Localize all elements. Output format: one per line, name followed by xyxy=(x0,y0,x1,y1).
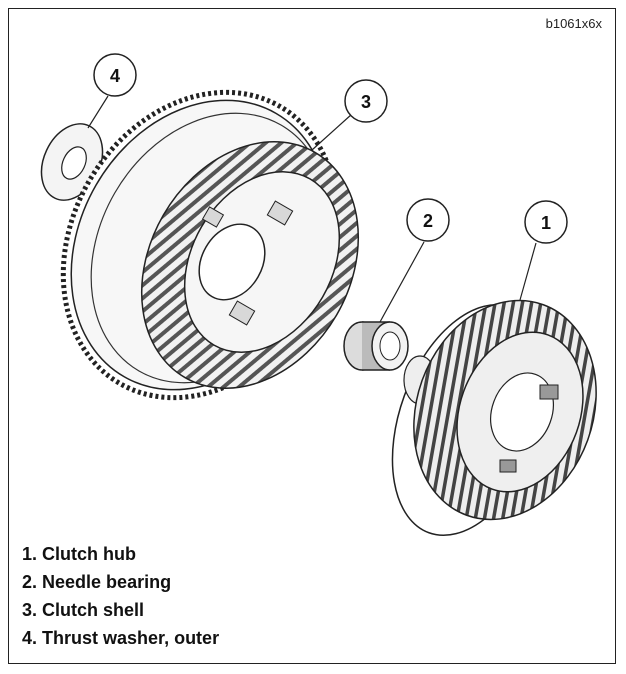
legend-item-text: Thrust washer, outer xyxy=(42,628,220,648)
legend-item: 3. Clutch shell xyxy=(22,596,219,624)
legend-item: 4. Thrust washer, outer xyxy=(22,624,219,652)
legend-item: 2. Needle bearing xyxy=(22,568,219,596)
clutch-shell-part xyxy=(60,89,360,401)
needle-bearing-part xyxy=(343,321,409,371)
legend-item-number: 3. xyxy=(22,600,38,620)
callout-4: 4 xyxy=(93,53,137,97)
legend-item-number: 4. xyxy=(22,628,38,648)
legend-item-number: 1. xyxy=(22,544,38,564)
legend-item: 1. Clutch hub xyxy=(22,540,219,568)
leader-lines xyxy=(87,95,537,323)
parts-legend: 1. Clutch hub 2. Needle bearing 3. Clutc… xyxy=(22,540,219,652)
clutch-hub-part xyxy=(391,299,597,537)
callout-2-label: 2 xyxy=(423,211,433,231)
callout-3: 3 xyxy=(344,79,388,123)
callout-2: 2 xyxy=(406,198,450,242)
legend-item-text: Needle bearing xyxy=(42,572,172,592)
callout-1: 1 xyxy=(524,200,568,244)
callout-3-label: 3 xyxy=(361,92,371,112)
legend-item-number: 2. xyxy=(22,572,38,592)
callout-4-label: 4 xyxy=(110,66,120,86)
legend-item-text: Clutch hub xyxy=(42,544,137,564)
callout-1-label: 1 xyxy=(541,213,551,233)
figure-id: b1061x6x xyxy=(545,16,602,31)
legend-item-text: Clutch shell xyxy=(42,600,145,620)
